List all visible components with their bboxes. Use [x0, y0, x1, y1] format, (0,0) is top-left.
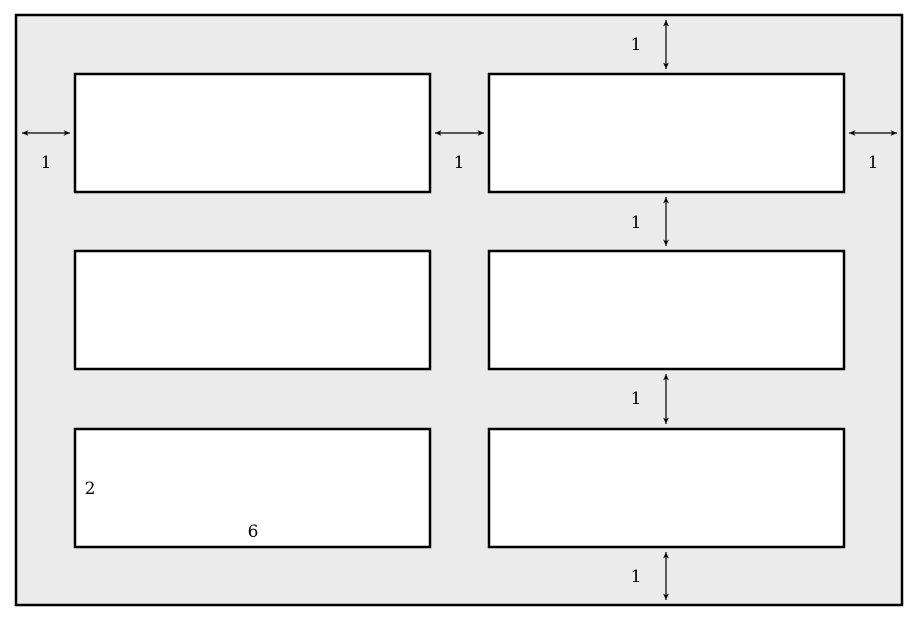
grid-box-r3-c2 [487, 427, 846, 549]
box-width-label: 6 [248, 522, 259, 542]
grid-box-r1-c1 [73, 72, 432, 194]
box-height-label: 2 [85, 479, 96, 499]
row-gap-2-label: 1 [631, 389, 642, 409]
right-margin-label: 1 [868, 153, 879, 173]
bottom-margin-label: 1 [631, 567, 642, 587]
column-gap-label: 1 [454, 153, 465, 173]
grid-box-r2-c1 [73, 249, 432, 371]
left-margin-label: 1 [41, 153, 52, 173]
grid-box-r2-c2 [487, 249, 846, 371]
row-gap-1-label: 1 [631, 213, 642, 233]
top-margin-label: 1 [631, 35, 642, 55]
grid-box-r1-c2 [487, 72, 846, 194]
grid-box-r3-c1 [73, 427, 432, 549]
